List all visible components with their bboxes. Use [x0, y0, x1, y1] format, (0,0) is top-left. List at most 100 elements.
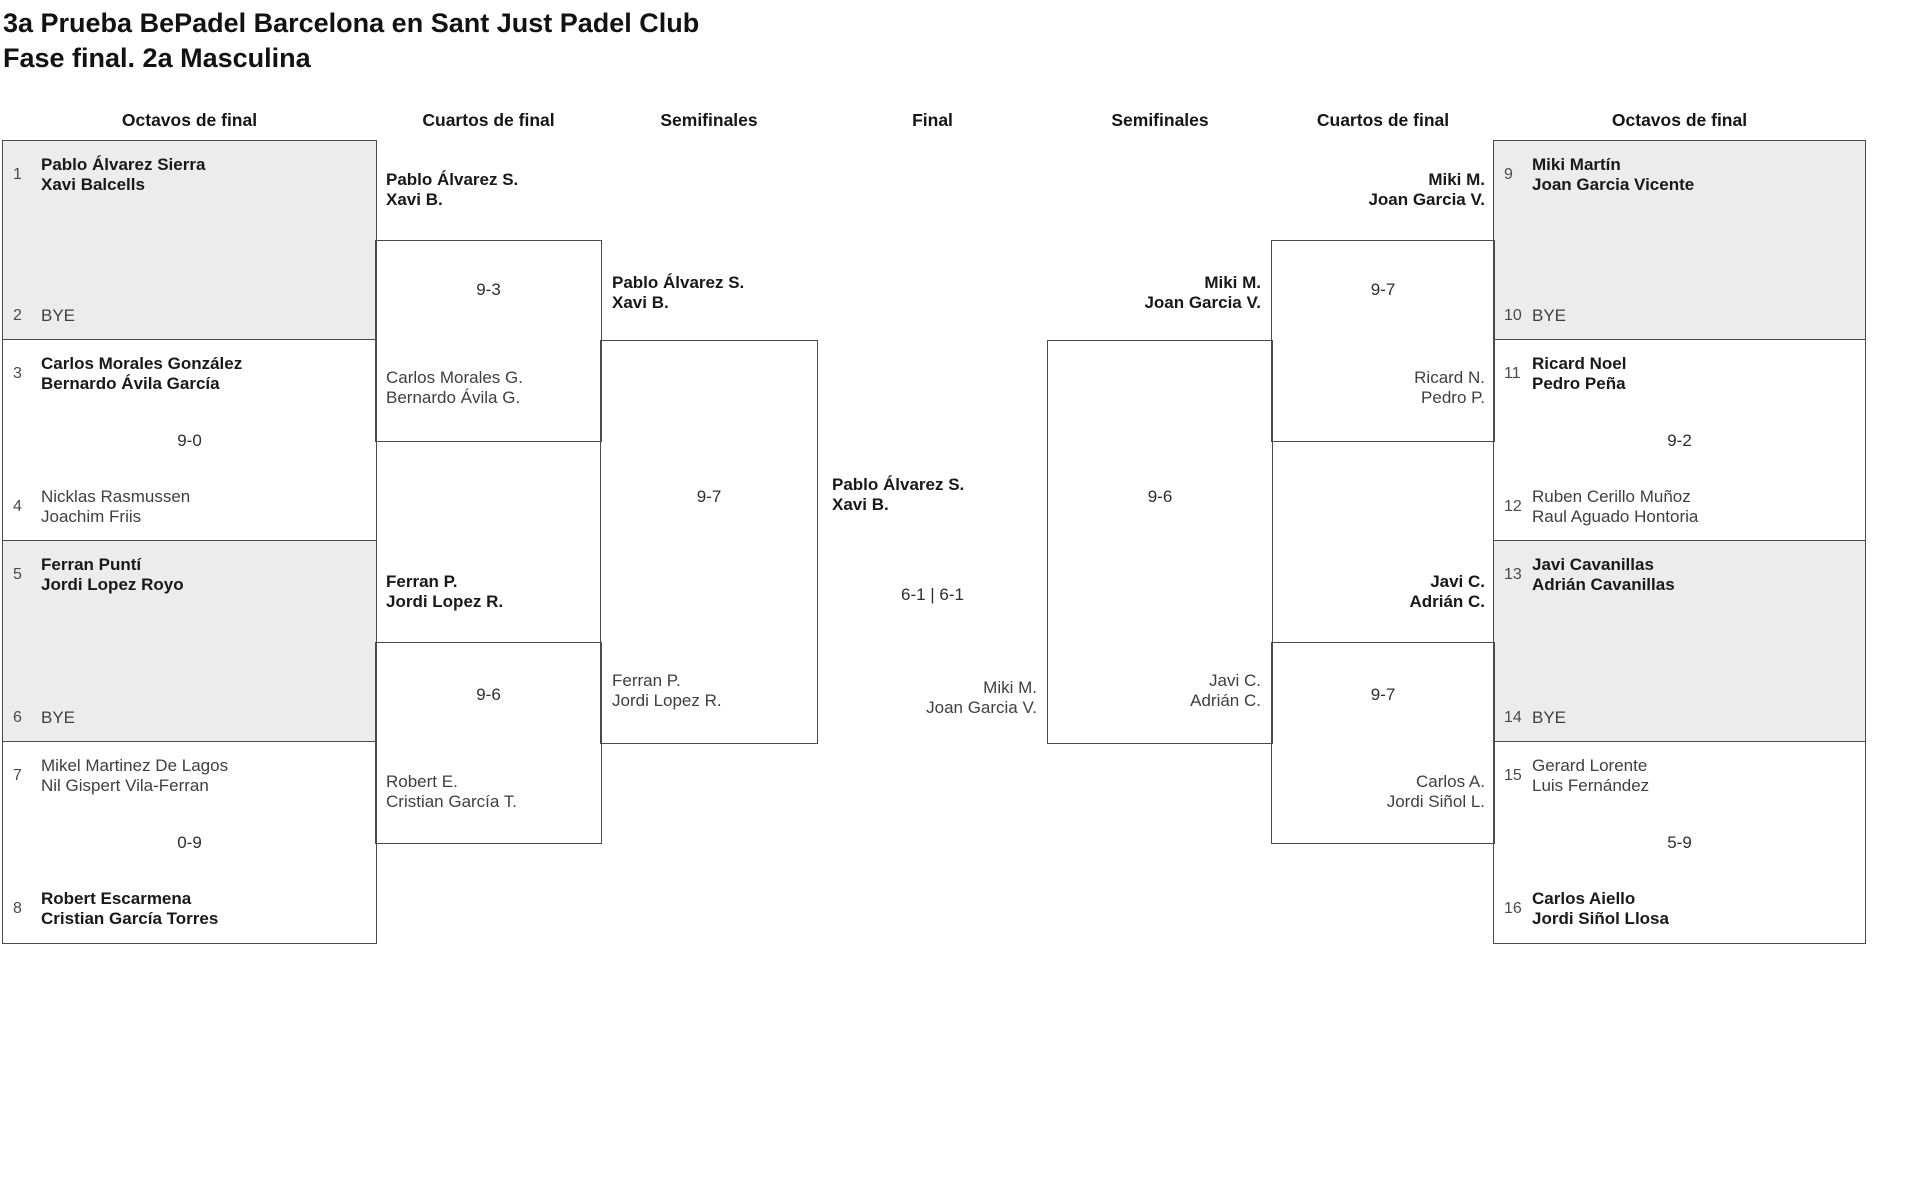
player-name: Gerard Lorente — [1532, 756, 1648, 775]
player-name: Pedro P. — [1421, 388, 1485, 407]
advancing-team: Javi C.Adrián C. — [1409, 572, 1485, 612]
player-name: Joan Garcia V. — [1144, 293, 1261, 312]
player-name: Joan Garcia V. — [926, 698, 1037, 717]
seed-number: 9 — [1504, 166, 1513, 183]
eliminated-team: Robert E.Cristian García T. — [386, 772, 517, 812]
seed-number: 11 — [1504, 365, 1521, 382]
match-score: 9-0 — [177, 430, 202, 450]
player-name: Miki Martín — [1532, 155, 1621, 174]
seed-number: 7 — [13, 767, 22, 784]
player-name: Ferran Puntí — [41, 555, 142, 574]
team-entry-seed-14: 14 BYE — [1504, 708, 1855, 728]
player-name: Jordi Siñol L. — [1386, 792, 1485, 811]
player-name: Jordi Lopez R. — [612, 691, 722, 710]
seed-number: 2 — [13, 307, 22, 324]
player-name: Xavi B. — [612, 293, 669, 312]
match-score: 9-3 — [476, 280, 501, 299]
player-name: Ferran P. — [612, 671, 681, 690]
player-name: Luis Fernández — [1532, 776, 1650, 795]
player-name: Adrián C. — [1190, 691, 1261, 710]
player-name: Jordi Lopez R. — [386, 592, 504, 611]
bracket-box-semifinal-left — [600, 340, 818, 744]
player-name: Carlos Morales González — [41, 354, 243, 373]
player-name: Javi C. — [1430, 572, 1485, 591]
player-name: Mikel Martinez De Lagos — [41, 756, 229, 775]
round-header-cuartos-left: Cuartos de final — [422, 110, 555, 130]
round-header-semis-left: Semifinales — [660, 110, 758, 130]
player-name: Joan Garcia Vicente — [1532, 175, 1695, 194]
player-name: Jordi Siñol Llosa — [1532, 909, 1669, 928]
bye-label: BYE — [1532, 306, 1567, 325]
player-name: Nil Gispert Vila-Ferran — [41, 776, 209, 795]
seed-number: 3 — [13, 365, 22, 382]
bye-label: BYE — [41, 306, 76, 325]
seed-number: 16 — [1504, 900, 1522, 917]
player-name: Adrián C. — [1409, 592, 1485, 611]
player-name: Pablo Álvarez S. — [386, 170, 519, 189]
player-name: Adrián Cavanillas — [1532, 575, 1675, 594]
player-name: Robert E. — [386, 772, 458, 791]
seed-number: 6 — [13, 709, 22, 726]
team-entry-seed-6: 6 BYE — [13, 708, 366, 728]
round-header-cuartos-right: Cuartos de final — [1316, 110, 1450, 130]
match-score: 9-2 — [1667, 430, 1692, 450]
seed-number: 12 — [1504, 498, 1522, 515]
player-name: Carlos Morales G. — [386, 368, 523, 387]
seed-number: 8 — [13, 900, 22, 917]
seed-number: 14 — [1504, 709, 1522, 726]
player-name: Pablo Álvarez S. — [612, 273, 745, 292]
eliminated-team: Ricard N.Pedro P. — [1414, 368, 1485, 408]
bracket-box-cuartos-left-1 — [375, 240, 602, 442]
advancing-team: Ferran P.Jordi Lopez R. — [386, 572, 503, 612]
bracket-box-cuartos-left-2 — [375, 642, 602, 844]
page-title: 3a Prueba BePadel Barcelona en Sant Just… — [3, 6, 699, 76]
final-runner-up-team: Miki M.Joan Garcia V. — [926, 678, 1037, 718]
player-name: Bernardo Ávila G. — [386, 388, 521, 407]
player-name: Carlos A. — [1416, 772, 1485, 791]
bye-label: BYE — [41, 708, 76, 727]
player-name: Cristian García T. — [386, 792, 518, 811]
player-name: Nicklas Rasmussen — [41, 487, 191, 506]
round-header-final: Final — [912, 110, 953, 130]
advancing-team: Miki M.Joan Garcia V. — [1144, 273, 1261, 313]
player-name: Robert Escarmena — [41, 889, 192, 908]
round-header-octavos-right: Octavos de final — [1611, 110, 1748, 130]
player-name: Pablo Álvarez Sierra — [41, 155, 206, 174]
advancing-team: Pablo Álvarez S.Xavi B. — [386, 170, 518, 210]
player-name: Ferran P. — [386, 572, 458, 591]
team-entry-seed-10: 10 BYE — [1504, 306, 1855, 326]
player-name: Javi Cavanillas — [1532, 555, 1654, 574]
player-name: Joachim Friis — [41, 507, 142, 526]
player-name: Ricard N. — [1414, 368, 1485, 387]
player-name: Joan Garcia V. — [1368, 190, 1485, 209]
player-name: Raul Aguado Hontoria — [1532, 507, 1699, 526]
round-header-semis-right: Semifinales — [1111, 110, 1209, 130]
eliminated-team: Javi C.Adrián C. — [1190, 671, 1261, 711]
player-name: Miki M. — [1428, 170, 1485, 189]
match-score: 9-7 — [1370, 280, 1396, 299]
champion-team: Pablo Álvarez S.Xavi B. — [832, 475, 964, 515]
bracket-box-cuartos-right-2 — [1271, 642, 1495, 844]
player-name: Pablo Álvarez S. — [832, 475, 965, 494]
match-score: 9-6 — [1147, 487, 1173, 506]
player-name: Xavi Balcells — [41, 175, 145, 194]
